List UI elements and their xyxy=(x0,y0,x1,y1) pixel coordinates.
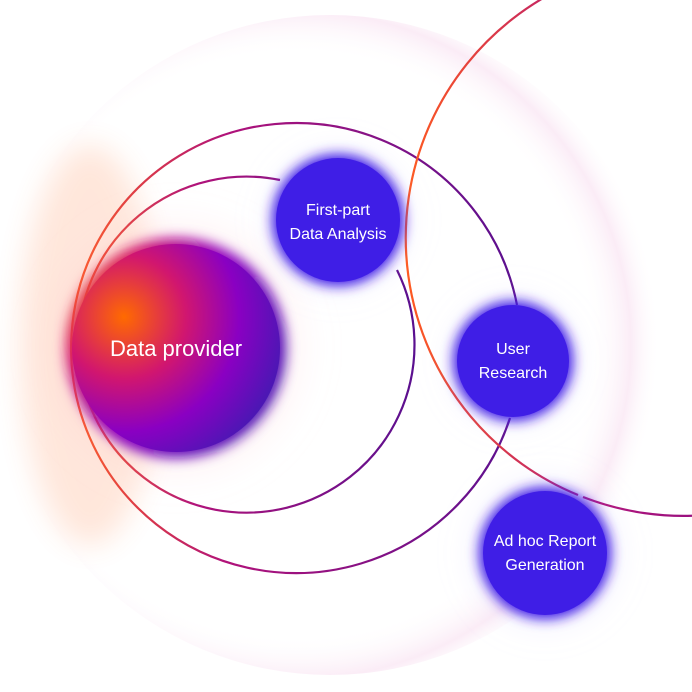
node-first-party: First-part Data Analysis xyxy=(253,135,423,305)
node-label-line-2: Research xyxy=(479,365,547,382)
node-circle-core xyxy=(457,305,569,417)
hub-circle-core xyxy=(72,244,280,452)
hub-label: Data provider xyxy=(110,336,242,361)
node-label-line-1: User xyxy=(496,341,530,358)
orbit-ring-outer xyxy=(404,0,692,517)
node-user-research: User Research xyxy=(435,283,591,439)
node-circle-core xyxy=(276,158,400,282)
node-label-line-2: Generation xyxy=(505,557,584,574)
node-ad-hoc: Ad hoc Report Generation xyxy=(455,463,635,643)
node-label-line-1: First-part xyxy=(306,202,371,219)
hub-node: Data provider xyxy=(26,198,326,498)
node-circle-core xyxy=(483,491,607,615)
node-label-line-2: Data Analysis xyxy=(290,226,387,243)
node-label-line-1: Ad hoc Report xyxy=(494,533,597,550)
